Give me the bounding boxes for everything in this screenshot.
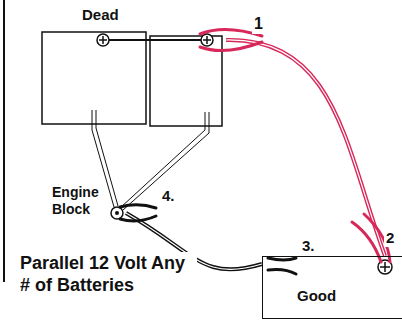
callout-number: 2 <box>384 228 396 247</box>
cable-highlight <box>226 40 385 256</box>
callout-number: 1 <box>252 14 265 34</box>
ground-wire <box>92 110 209 210</box>
node-text: Good <box>297 287 402 305</box>
terminal <box>97 34 109 46</box>
dead-battery: Dead <box>42 6 226 126</box>
black-clamp <box>120 205 156 221</box>
callout-number: 4. <box>160 186 177 205</box>
dead-battery-left <box>42 32 146 124</box>
note-text: Parallel 12 Volt Any # of Batteries <box>18 252 197 296</box>
terminal-bar <box>103 39 207 41</box>
engine-block-ground <box>111 207 123 219</box>
node-text: Engine Block <box>52 184 108 218</box>
node-text: Dead <box>82 6 226 24</box>
good-battery: Good <box>262 256 402 319</box>
engine-block: Engine Block <box>52 184 126 230</box>
callout-number: 3. <box>300 236 317 255</box>
frame-line <box>3 0 5 282</box>
terminal <box>201 34 213 46</box>
black-clamp <box>268 258 296 274</box>
red-jumper-cable <box>226 40 385 256</box>
